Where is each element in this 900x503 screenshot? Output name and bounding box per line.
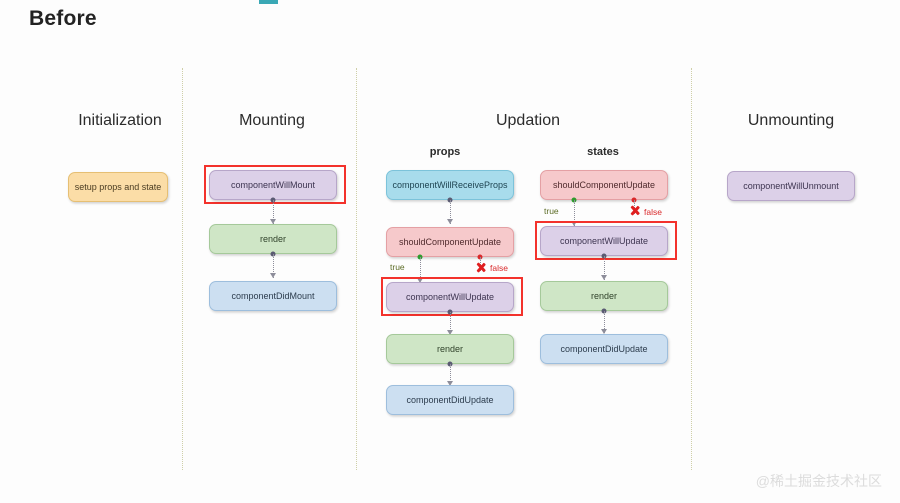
branch-label-false: false xyxy=(644,207,662,217)
connector-line xyxy=(450,312,451,335)
subcolumn-title-props: props xyxy=(429,146,461,158)
highlight-box-component-will-update-states xyxy=(535,221,677,260)
connector-line xyxy=(450,364,451,386)
column-title-initialization: Initialization xyxy=(78,112,162,129)
connector-arrow xyxy=(601,329,607,334)
branch-label-true: true xyxy=(544,206,559,216)
connector-line xyxy=(273,200,274,224)
cross-icon-false xyxy=(629,205,640,216)
connector-arrow xyxy=(270,219,276,224)
node-render-states[interactable]: render xyxy=(540,281,668,311)
connector-arrow xyxy=(270,273,276,278)
node-render-mounting[interactable]: render xyxy=(209,224,337,254)
node-setup-props-and-state[interactable]: setup props and state xyxy=(68,172,168,202)
branch-label-false: false xyxy=(490,263,508,273)
node-render-props[interactable]: render xyxy=(386,334,514,364)
node-component-did-update-states[interactable]: componentDidUpdate xyxy=(540,334,668,364)
node-should-component-update-props[interactable]: shouldComponentUpdate xyxy=(386,227,514,257)
node-component-will-mount[interactable]: componentWillMount xyxy=(209,170,337,200)
highlight-box-component-will-update-props xyxy=(381,277,523,316)
watermark: @稀土掘金技术社区 xyxy=(755,473,882,489)
connector-line xyxy=(604,311,605,333)
column-title-mounting: Mounting xyxy=(239,112,305,129)
page-title: Before xyxy=(29,7,97,30)
column-title-unmounting: Unmounting xyxy=(747,112,835,129)
connector-arrow-true xyxy=(571,221,577,226)
connector-arrow-true xyxy=(417,278,423,283)
node-component-will-update-states[interactable]: componentWillUpdate xyxy=(540,226,668,256)
connector-line xyxy=(273,254,274,278)
connector-line xyxy=(450,200,451,224)
node-component-did-update-props[interactable]: componentDidUpdate xyxy=(386,385,514,415)
node-component-did-mount[interactable]: componentDidMount xyxy=(209,281,337,311)
branch-label-true: true xyxy=(390,262,405,272)
cross-icon-false xyxy=(475,262,486,273)
connector-arrow xyxy=(447,330,453,335)
connector-line xyxy=(604,256,605,280)
node-component-will-receive-props[interactable]: componentWillReceiveProps xyxy=(386,170,514,200)
column-divider-1 xyxy=(182,68,183,470)
node-should-component-update-states[interactable]: shouldComponentUpdate xyxy=(540,170,668,200)
subcolumn-title-states: states xyxy=(587,146,619,158)
highlight-box-component-will-mount xyxy=(204,165,346,204)
node-component-will-unmount[interactable]: componentWillUnmount xyxy=(727,171,855,201)
connector-arrow xyxy=(447,219,453,224)
connector-line-true xyxy=(420,257,421,283)
column-divider-3 xyxy=(691,68,692,470)
teal-accent-fragment xyxy=(259,0,278,4)
connector-arrow xyxy=(601,275,607,280)
connector-arrow xyxy=(447,381,453,386)
node-component-will-update-props[interactable]: componentWillUpdate xyxy=(386,282,514,312)
column-divider-2 xyxy=(356,68,357,470)
connector-line-true xyxy=(574,200,575,226)
column-title-updation: Updation xyxy=(495,112,561,129)
